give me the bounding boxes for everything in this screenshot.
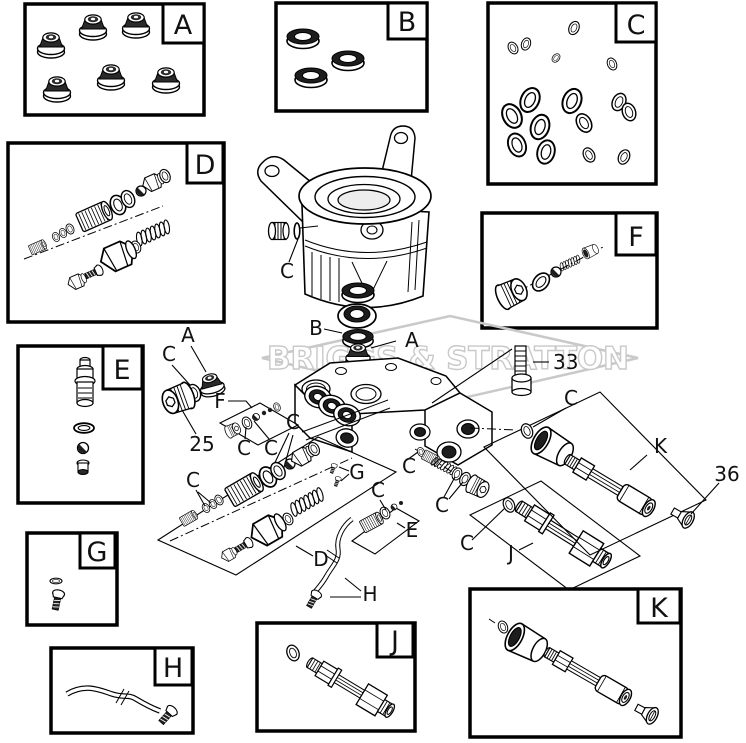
callout-j-1: J (506, 541, 514, 565)
callout-25: 25 (189, 432, 214, 456)
callout-h-1: H (362, 582, 377, 606)
chemical-hose (65, 685, 180, 728)
callout-c-5: C (286, 410, 300, 434)
inset-box-h: H (49, 646, 195, 735)
inset-label-k: K (650, 593, 669, 624)
chemical-valve-in-situ (350, 501, 421, 555)
manifold-bottom-port (335, 428, 359, 448)
inset-box-d: D (6, 141, 226, 324)
check-ball (76, 441, 90, 455)
outlet-tube-in-situ (468, 480, 642, 591)
callout-g-1: G (349, 460, 365, 484)
bearing (337, 303, 377, 329)
inset-box-g: G (25, 531, 119, 627)
crankcase-plug (267, 221, 319, 263)
callout-33: 33 (553, 350, 578, 374)
callout-a-2: A (181, 323, 195, 347)
inset-label-c: C (627, 10, 646, 41)
cap-screw-33 (431, 345, 532, 404)
check-valve-in-situ (414, 445, 493, 502)
callout-a-1: A (405, 328, 419, 352)
inset-label-b: B (398, 7, 417, 38)
inset-box-k: K (468, 587, 683, 739)
callout-c-6: C (186, 468, 200, 492)
callout-e-1: E (406, 518, 419, 542)
chemical-fitting (74, 356, 96, 408)
inlet-tube-in-situ (469, 391, 707, 556)
o-ring (293, 222, 301, 240)
inset-label-d: D (195, 150, 216, 181)
callout-c-3: C (237, 436, 251, 460)
manifold-screws (328, 462, 343, 488)
pump-manifold (293, 357, 493, 466)
inset-box-b: B (274, 1, 429, 113)
callout-c-2: C (162, 342, 176, 366)
inset-box-e: E (16, 344, 145, 505)
inset-box-a: A (23, 2, 206, 117)
callout-c-8: C (435, 493, 449, 517)
hose-in-situ (303, 517, 354, 611)
inset-label-h: H (163, 653, 183, 684)
o-ring (49, 577, 63, 585)
inset-label-j: J (389, 626, 399, 657)
thermal-relief-valve-assembly (491, 242, 604, 313)
valve-cap (76, 459, 90, 476)
callout-c-10: C (460, 531, 474, 555)
callout-c-11: C (371, 478, 385, 502)
callout-c-7: C (402, 454, 416, 478)
callout-c-1: C (280, 259, 294, 283)
callout-b-1: B (309, 316, 323, 340)
inset-label-f: F (628, 222, 644, 253)
inset-label-g: G (87, 537, 108, 568)
inset-label-a: A (174, 10, 193, 41)
callout-c-4: C (264, 436, 278, 460)
callout-d-1: D (313, 547, 328, 571)
callout-c-9: C (564, 386, 578, 410)
central-exploded-view: BRIGGS & STRATTON C (156, 125, 740, 611)
inset-box-f: F (480, 211, 659, 330)
inset-label-e: E (113, 355, 130, 386)
manifold-right-ports (409, 419, 480, 463)
unloader-valve-assembly (23, 167, 175, 292)
callout-f-1: F (214, 389, 226, 413)
o-ring (73, 422, 95, 434)
callout-36: 36 (714, 462, 739, 486)
unloader-in-situ (156, 436, 398, 576)
inset-box-j: J (255, 621, 417, 733)
callout-k-1: K (654, 434, 668, 458)
inset-box-c: C (486, 1, 658, 186)
